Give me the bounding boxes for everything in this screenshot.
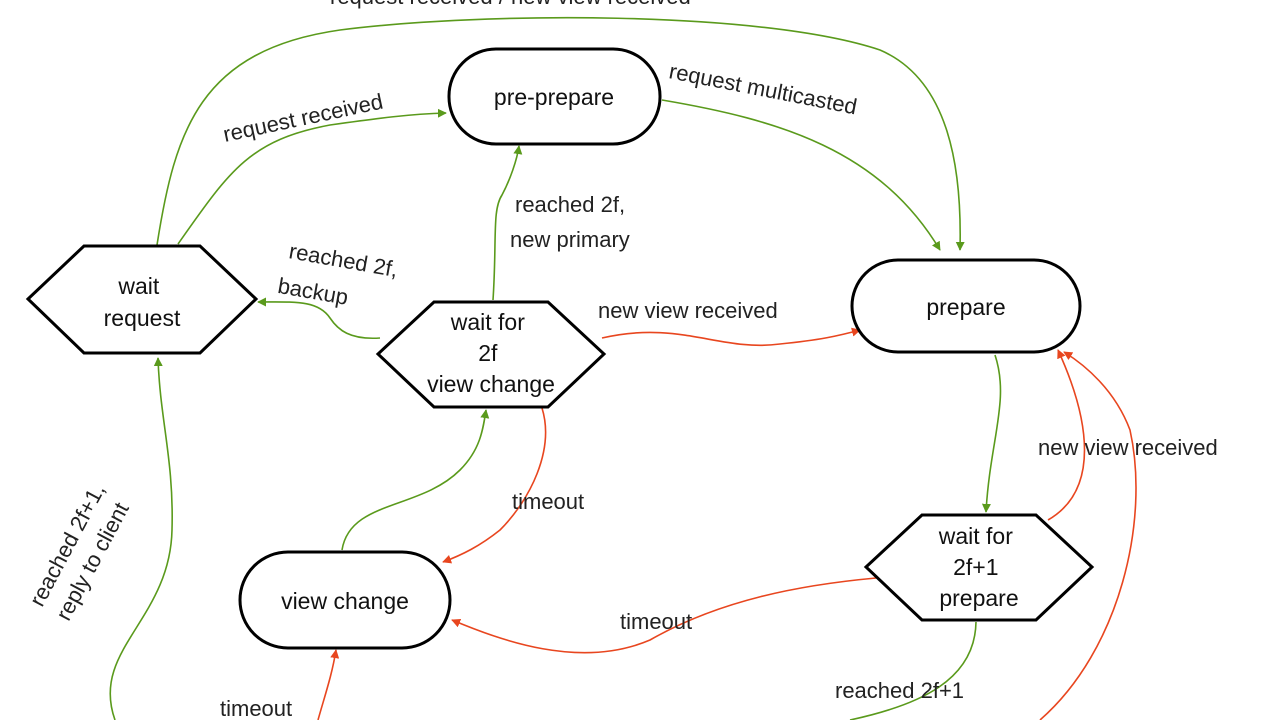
node-shape xyxy=(25,244,259,355)
edge-line xyxy=(442,407,547,564)
edge-reached-2f-new-primary: reached 2f, new primary xyxy=(492,145,631,301)
node-label-line: prepare xyxy=(939,585,1018,611)
edge-label: new view received xyxy=(1038,435,1218,460)
edge-label: reached 2f+1 xyxy=(835,678,964,703)
edge-line xyxy=(451,577,877,654)
node-label-line: wait for xyxy=(938,523,1013,549)
node-label-line: request xyxy=(104,305,181,331)
node-label-line: wait for xyxy=(450,309,525,335)
node-label: view change xyxy=(281,588,409,614)
edge-label: request received / new view received xyxy=(330,0,691,9)
node-shape xyxy=(447,47,662,146)
node-shape xyxy=(850,258,1082,354)
edge-timeout-3: timeout xyxy=(220,649,340,720)
edge-line xyxy=(156,16,965,251)
node-label: pre-prepare xyxy=(494,84,614,110)
edge-label: reached 2f, backup xyxy=(276,237,406,318)
edge-new-view-received-1: new view received xyxy=(598,298,861,347)
edge-prepare-to-wait xyxy=(981,354,1002,513)
edge-wait-to-far-prepare xyxy=(1039,351,1137,720)
edge-label-line: backup xyxy=(276,273,350,310)
node-label: wait for 2f view change xyxy=(427,309,555,397)
node-wait-2f-view-change: wait for 2f view change xyxy=(375,300,607,409)
edge-reached-2f1-reply: reached 2f+1, reply to client xyxy=(24,357,173,720)
edge-timeout-2: timeout xyxy=(451,577,877,654)
node-shape xyxy=(375,300,607,409)
edge-request-received: request received xyxy=(177,89,447,245)
edge-line xyxy=(981,354,1002,513)
edge-label: request multicasted xyxy=(667,58,859,119)
edge-label-line: reached 2f, xyxy=(287,238,400,282)
node-label-line: wait xyxy=(117,273,160,299)
edge-line xyxy=(1047,349,1086,521)
node-shape xyxy=(863,513,1095,622)
edge-label: new view received xyxy=(598,298,778,323)
edge-line xyxy=(661,99,941,251)
edge-request-or-new-view: request received / new view received xyxy=(156,0,965,251)
node-pre-prepare: pre-prepare xyxy=(447,47,662,146)
edge-line xyxy=(317,649,340,720)
node-label: wait request xyxy=(104,273,181,331)
edge-line xyxy=(1039,351,1137,720)
edge-line xyxy=(492,145,523,301)
edge-reached-2f1: reached 2f+1 xyxy=(835,621,977,720)
edge-new-view-received-2: new view received xyxy=(1038,349,1218,521)
edge-label-line: reached 2f, xyxy=(515,192,625,217)
node-view-change: view change xyxy=(238,550,452,650)
node-label: wait for 2f+1 prepare xyxy=(938,523,1020,611)
edge-line xyxy=(849,621,977,720)
edge-timeout-1: timeout xyxy=(442,407,584,564)
edge-label: reached 2f, new primary xyxy=(510,192,631,252)
edge-line xyxy=(109,357,173,720)
edge-label: timeout xyxy=(220,696,292,720)
node-label-line: 2f xyxy=(478,340,498,366)
edge-line xyxy=(257,297,381,340)
edge-line xyxy=(341,409,490,551)
edge-request-multicasted: request multicasted xyxy=(661,58,941,251)
edge-label-line: new primary xyxy=(510,227,630,252)
edge-line xyxy=(601,327,861,347)
edge-label: reached 2f+1, reply to client xyxy=(24,474,139,625)
node-wait-2f1-prepare: wait for 2f+1 prepare xyxy=(863,513,1095,622)
edge-label: timeout xyxy=(620,609,692,634)
node-prepare: prepare xyxy=(850,258,1082,354)
edge-view-change-to-wait xyxy=(341,409,490,551)
node-label: prepare xyxy=(926,294,1005,320)
edge-label: timeout xyxy=(512,489,584,514)
edge-line xyxy=(177,108,447,245)
node-shape xyxy=(238,550,452,650)
edge-label: request received xyxy=(221,89,385,147)
node-label-line: view change xyxy=(427,371,555,397)
node-label-line: 2f+1 xyxy=(953,554,998,580)
node-wait-request: wait request xyxy=(25,244,259,355)
edge-reached-2f-backup: reached 2f, backup xyxy=(257,237,406,340)
